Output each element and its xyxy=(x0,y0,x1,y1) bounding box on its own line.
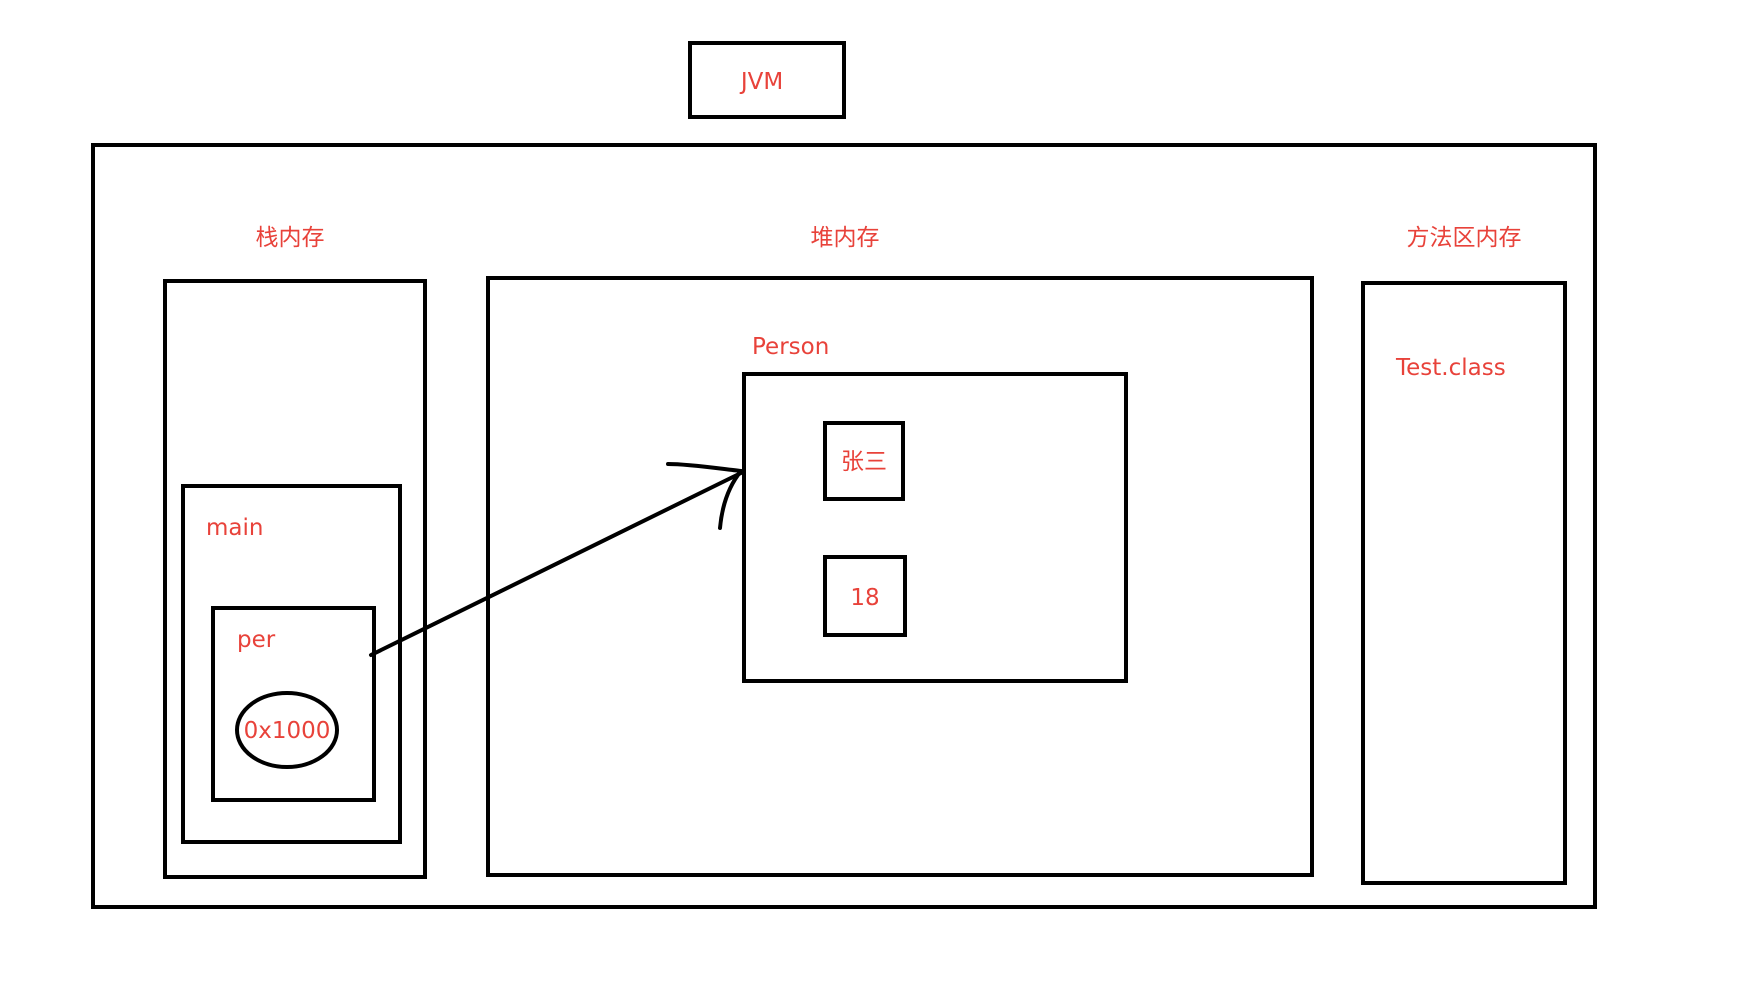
person-object-box xyxy=(742,372,1128,683)
method-area-region xyxy=(1361,281,1567,885)
reference-arrow-line xyxy=(369,471,743,657)
main-frame-box xyxy=(181,484,402,844)
per-variable-label: per xyxy=(237,627,276,653)
stack-memory-region xyxy=(163,279,427,879)
person-field-age-value: 18 xyxy=(850,585,879,611)
person-object-label: Person xyxy=(752,334,829,360)
heap-memory-region xyxy=(486,276,1314,877)
method-area-class-entry: Test.class xyxy=(1395,355,1506,381)
person-field-age-box xyxy=(823,555,907,637)
per-variable-box xyxy=(211,606,376,802)
jvm-title-label: JVM xyxy=(739,69,783,95)
reference-address-label: 0x1000 xyxy=(244,718,331,744)
method-area-label: 方法区内存 xyxy=(1407,225,1522,251)
reference-arrow-head xyxy=(666,462,743,530)
person-field-name-value: 张三 xyxy=(841,449,887,475)
heap-memory-label: 堆内存 xyxy=(811,225,880,251)
stack-memory-label: 栈内存 xyxy=(256,225,325,251)
reference-address-ellipse xyxy=(235,691,339,769)
jvm-title-box xyxy=(688,41,846,119)
main-frame-label: main xyxy=(206,515,263,541)
person-field-name-box xyxy=(823,421,905,501)
jvm-container xyxy=(91,143,1597,909)
